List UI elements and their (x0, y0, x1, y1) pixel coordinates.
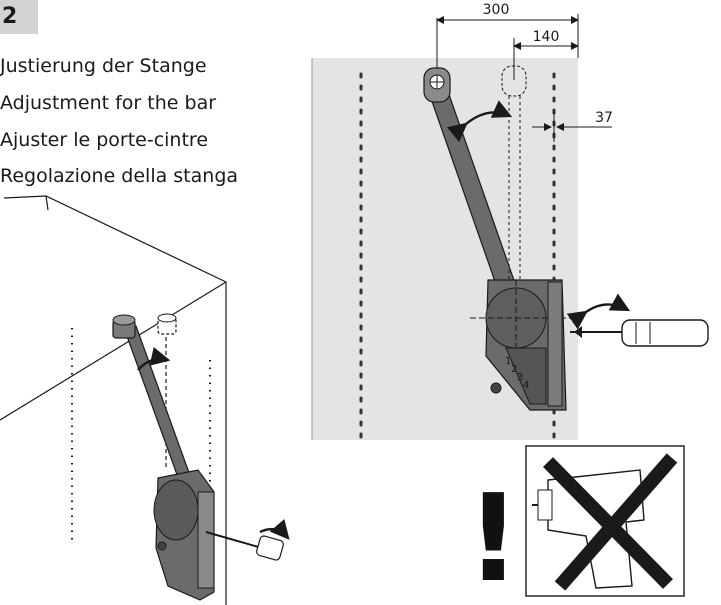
scale-label: 1 (505, 356, 511, 367)
caption-french: Ajuster le porte-cintre (0, 129, 209, 151)
orthographic-view: 300 140 37 1 2 3 4 (311, 2, 709, 442)
no-power-drill-box (525, 445, 685, 597)
caption-german: Justierung der Stange (0, 55, 207, 77)
dimension-300-label: 300 (483, 2, 510, 18)
adjust-scale-labels: 1 2 3 4 (505, 356, 529, 391)
cabinet-outline (3, 195, 227, 605)
dimension-37-label: 37 (595, 110, 613, 126)
step-number-badge: 2 (0, 0, 38, 34)
swing-arrow-icon (446, 100, 513, 143)
caption-italian: Regolazione della stanga (0, 165, 239, 187)
scale-label: 3 (517, 372, 523, 383)
perspective-mechanism (112, 313, 290, 601)
screwdriver-icon (566, 293, 709, 347)
dimension-140-label: 140 (533, 29, 560, 45)
rotate-arrow-icon (137, 346, 171, 371)
bar-pivot-target (501, 65, 527, 97)
cabinet-diagonal-edge (0, 281, 227, 421)
prohibition-cross-icon (543, 453, 678, 591)
scale-label: 4 (523, 380, 529, 391)
screwdriver-icon (205, 518, 290, 561)
perspective-view (0, 195, 227, 605)
caption-english: Adjustment for the bar (0, 92, 217, 114)
warning-exclamation: ! (466, 470, 521, 605)
scale-label: 2 (511, 364, 517, 375)
